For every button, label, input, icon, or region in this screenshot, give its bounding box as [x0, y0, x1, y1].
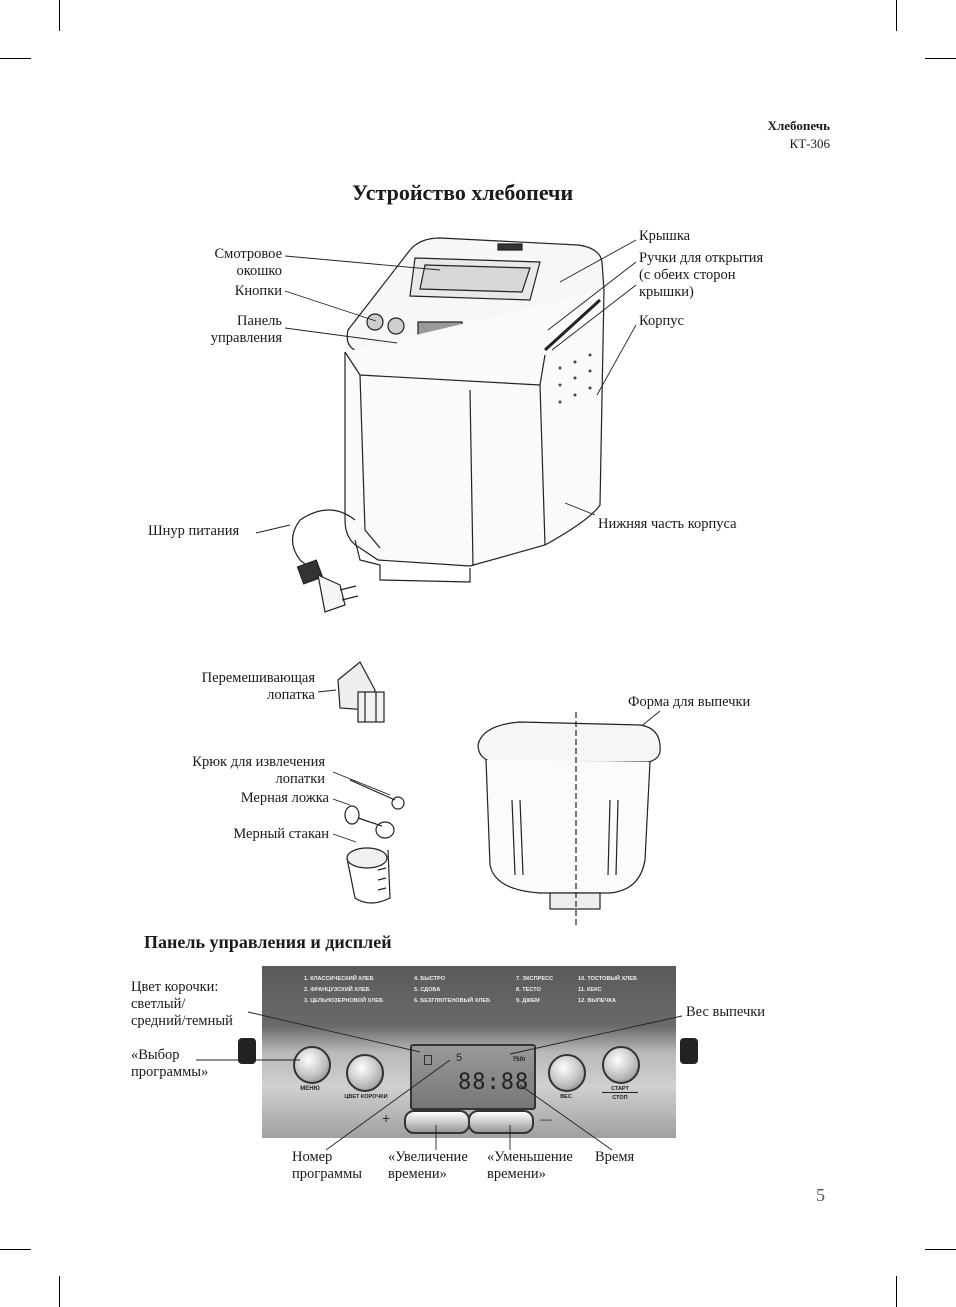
label-time: Время [595, 1149, 635, 1165]
crop-mark [0, 1249, 31, 1250]
crop-mark [896, 0, 897, 31]
header-product: Хлебопечь [767, 118, 830, 133]
program-item: 4. БЫСТРО [414, 976, 446, 982]
label-handles: Ручки для открытия (с обеих сторон крышк… [639, 250, 764, 300]
program-item: 1. КЛАССИЧЕСКИЙ ХЛЕБ [304, 976, 374, 982]
label-buttons: Кнопки [234, 283, 282, 299]
display-time: 88:88 [458, 1070, 530, 1095]
program-item: 8. ТЕСТО [516, 987, 541, 993]
lcd-display: 5 750г 88:88 [410, 1044, 536, 1110]
label-program-select: «Выбор программы» [131, 1047, 209, 1080]
crop-mark [59, 1276, 60, 1307]
label-spoon: Мерная ложка [240, 790, 329, 806]
crop-mark [59, 0, 60, 31]
display-weight: 750г [512, 1056, 526, 1063]
page-number: 5 [816, 1185, 825, 1205]
program-item: 12. ВЫПЕЧКА [578, 998, 616, 1004]
crust-indicator-icon [424, 1055, 432, 1065]
label-time-increase: «Увеличение времени» [388, 1149, 468, 1182]
crop-mark [925, 58, 956, 59]
label-paddle: Перемешивающая лопатка [201, 670, 315, 703]
label-program-number: Номер программы [292, 1149, 362, 1182]
start-stop-button[interactable] [602, 1046, 640, 1084]
label-cord: Шнур питания [148, 523, 240, 539]
program-item: 3. ЦЕЛЬНОЗЕРНОВОЙ ХЛЕБ [304, 998, 383, 1004]
label-hook: Крюк для извлечения лопатки [192, 754, 325, 787]
control-panel-photo: 1. КЛАССИЧЕСКИЙ ХЛЕБ 2. ФРАНЦУЗСКИЙ ХЛЕБ… [238, 966, 698, 1138]
section-title-panel: Панель управления и дисплей [144, 932, 392, 952]
weight-button[interactable] [548, 1054, 586, 1092]
minus-sign: — [540, 1112, 552, 1126]
crust-color-button-label: ЦВЕТ КОРОЧКИ [344, 1094, 388, 1100]
section-title-device: Устройство хлебопечи [352, 180, 574, 205]
crust-color-button[interactable] [346, 1054, 384, 1092]
crop-mark [925, 1249, 956, 1250]
crop-mark [0, 58, 31, 59]
menu-button[interactable] [293, 1046, 331, 1084]
crop-mark [896, 1276, 897, 1307]
program-item: 7. ЭКСПРЕСС [516, 976, 554, 982]
program-item: 10. ТОСТОВЫЙ ХЛЕБ [578, 976, 637, 982]
label-window: Смотровое окошко [214, 246, 282, 279]
time-decrease-button[interactable] [468, 1110, 534, 1134]
label-bottom: Нижняя часть корпуса [598, 516, 737, 532]
program-item: 9. ДЖЕМ [516, 998, 540, 1004]
weight-button-label: ВЕС [560, 1094, 572, 1100]
program-item: 11. КЕКС [578, 987, 602, 993]
label-crust-color: Цвет корочки: светлый/ средний/темный [131, 979, 233, 1029]
program-item: 5. СДОБА [414, 987, 441, 993]
display-program-number: 5 [456, 1052, 463, 1064]
time-increase-button[interactable] [404, 1110, 470, 1134]
label-body: Корпус [639, 313, 684, 329]
program-item: 6. БЕЗГЛЮТЕНОВЫЙ ХЛЕБ [414, 998, 491, 1004]
label-pan: Форма для выпечки [628, 694, 751, 710]
label-weight: Вес выпечки [686, 1004, 766, 1020]
label-control-panel: Панель управления [210, 313, 282, 346]
label-cup: Мерный стакан [233, 826, 329, 842]
menu-button-label: МЕНЮ [300, 1086, 320, 1092]
label-lid: Крышка [639, 228, 691, 244]
header-model: КТ-306 [789, 136, 830, 151]
program-item: 2. ФРАНЦУЗСКИЙ ХЛЕБ [304, 987, 370, 993]
label-time-decrease: «Уменьшение времени» [487, 1149, 573, 1182]
plus-sign: + [382, 1110, 391, 1126]
start-button-label: СТАРТ [602, 1086, 638, 1093]
stop-button-label: СТОП [612, 1095, 628, 1101]
